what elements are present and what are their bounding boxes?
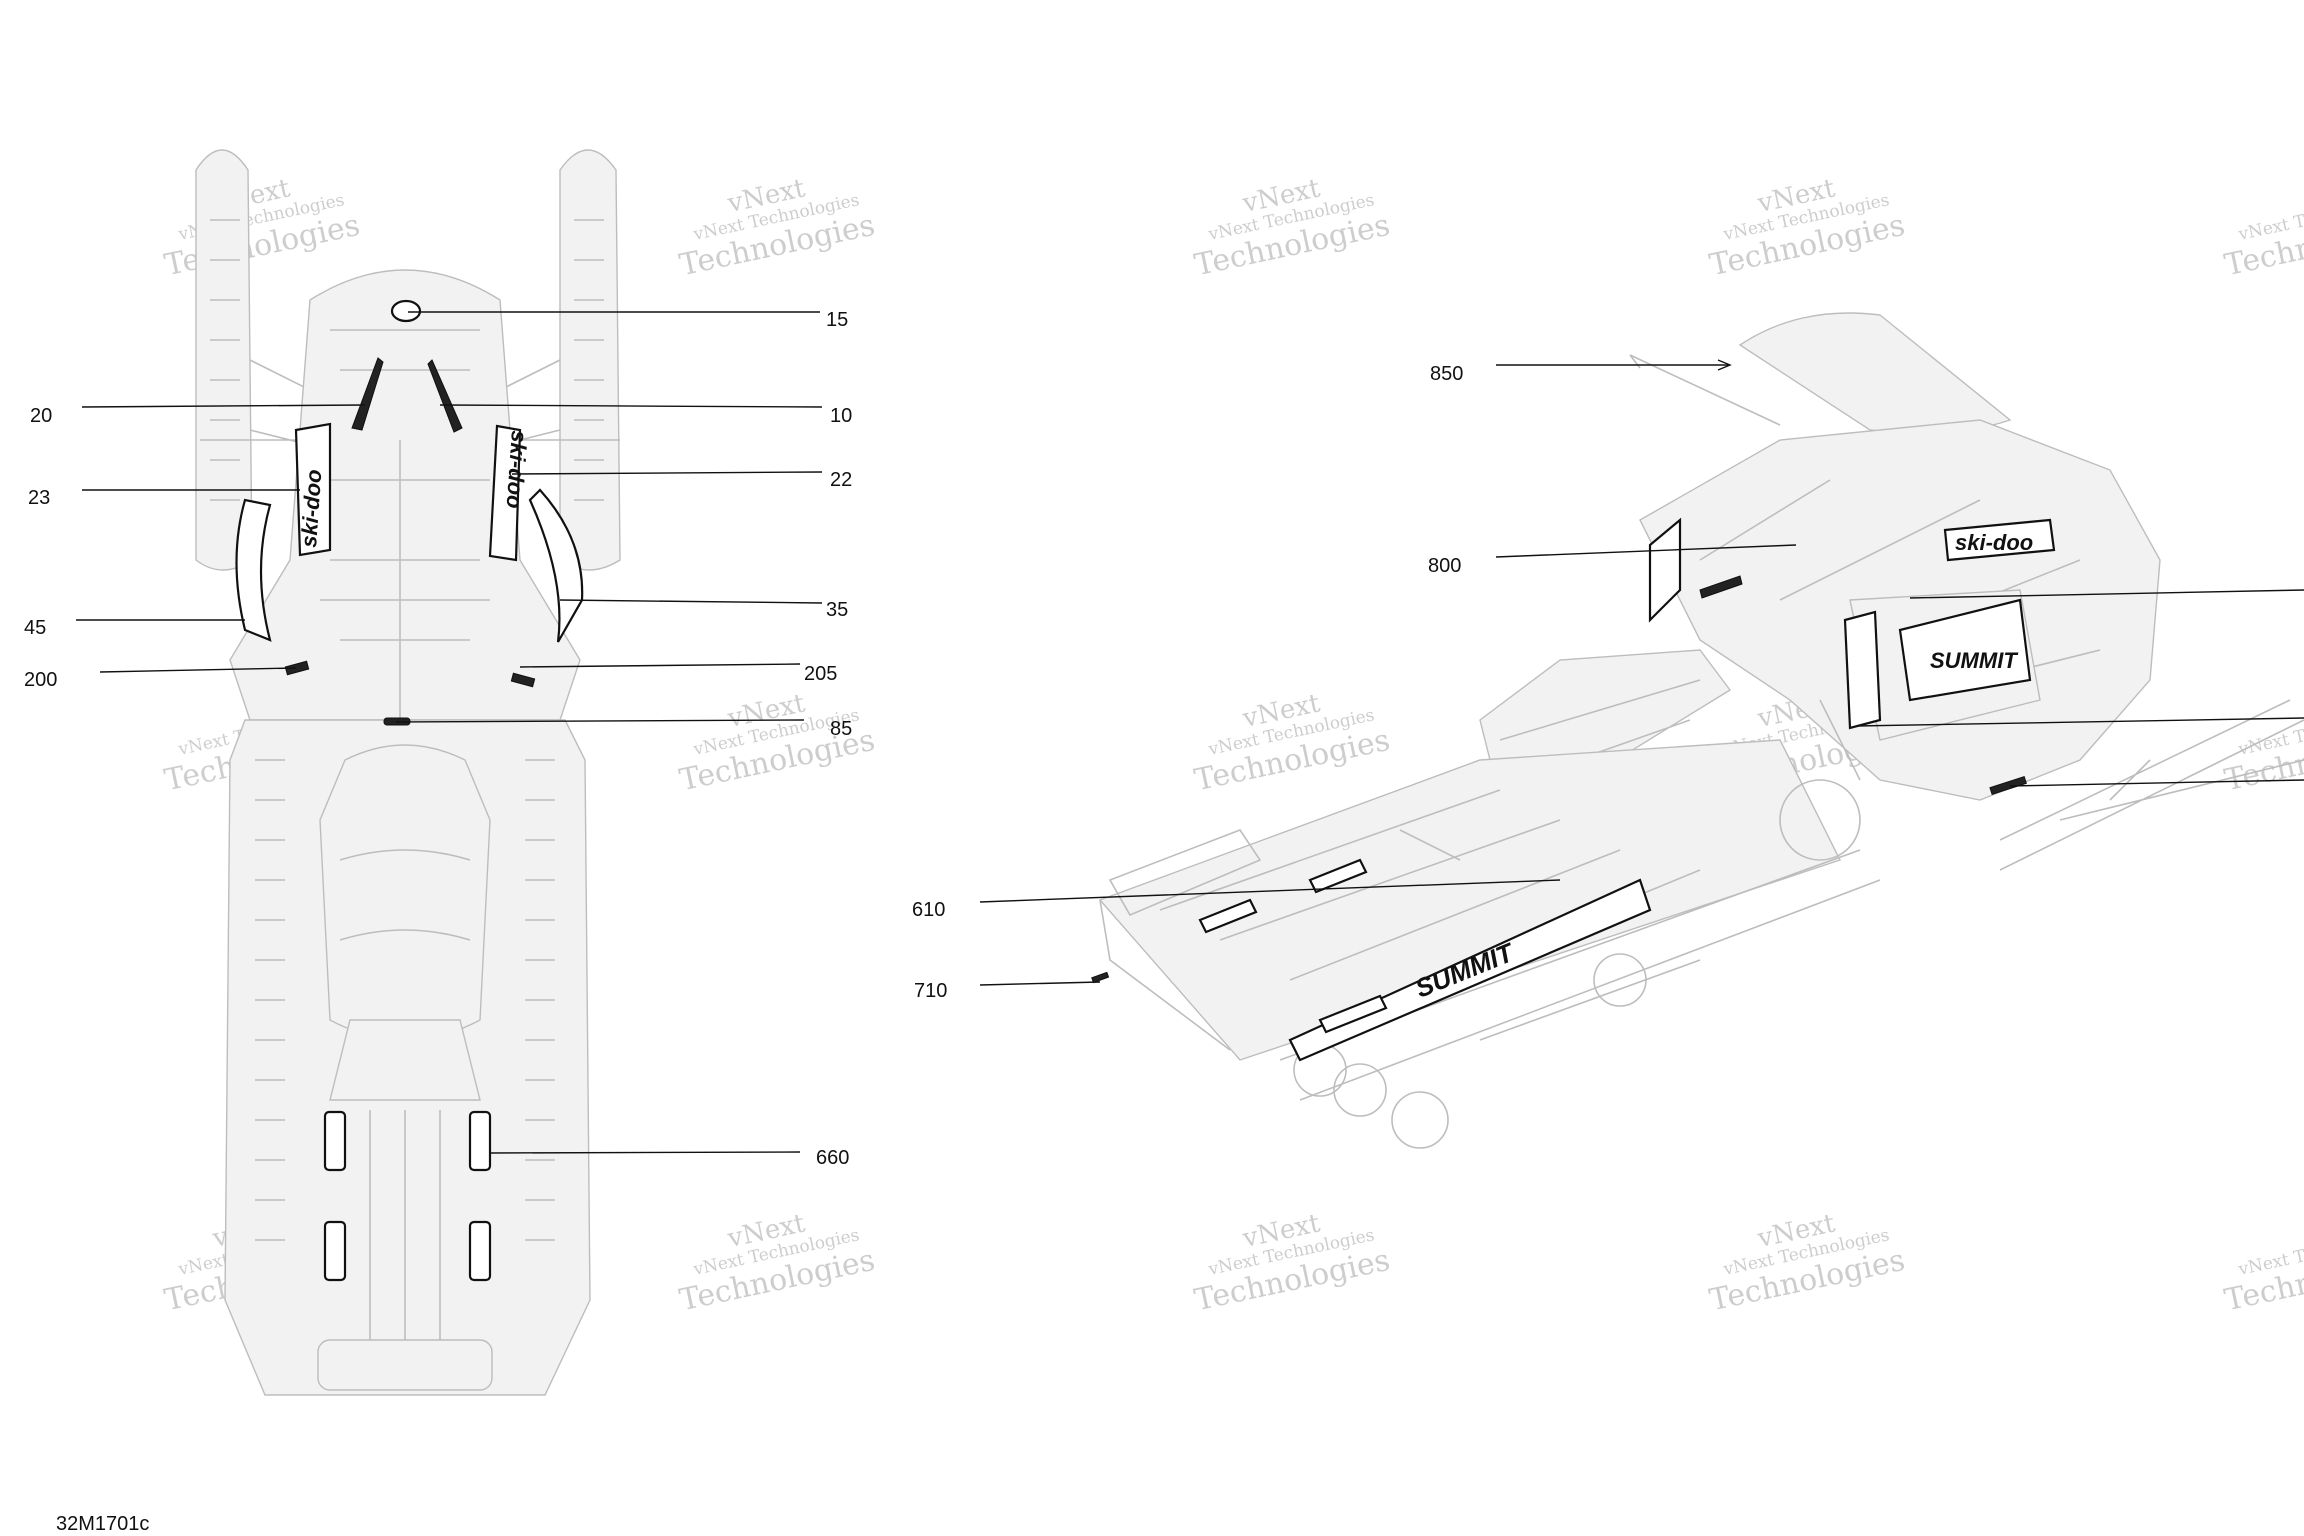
- perspective-view-leaders: [979, 359, 2304, 986]
- leader-800: [1495, 544, 1797, 558]
- decal-660: [468, 1110, 492, 1172]
- leader-10: [439, 404, 823, 408]
- leader-lower-right: [2009, 779, 2304, 787]
- leader-20: [81, 404, 366, 408]
- decal-22-brand: ski-doo: [502, 430, 532, 510]
- rear-rack: [1099, 829, 1262, 1051]
- leader-35: [559, 599, 823, 604]
- idler-wheel: [1593, 953, 1647, 1007]
- hood-detail: [320, 329, 490, 720]
- leader-850-arrow: [1717, 359, 1732, 371]
- decal-660: [323, 1110, 347, 1172]
- callout-35: 35: [826, 599, 848, 621]
- decal-22: [488, 424, 522, 562]
- decal-hood-brand-text: ski-doo: [1955, 530, 2033, 555]
- leader-205: [519, 663, 801, 668]
- callout-23: 23: [28, 487, 50, 509]
- top-view-callouts: 15 20 10 23 22 45 35 200 205 85 660: [24, 309, 852, 1169]
- leader-upper-right: [1909, 589, 2304, 599]
- leader-85: [395, 719, 805, 723]
- perspective-view-callouts: 850 800 610 710: [912, 363, 1463, 1002]
- track-lugs: [255, 759, 555, 1241]
- callout-200: 200: [24, 669, 57, 691]
- decal-20: [351, 357, 384, 431]
- callout-15: 15: [826, 309, 848, 331]
- decal-660: [468, 1220, 492, 1282]
- callout-710: 710: [914, 980, 947, 1002]
- callout-20: 20: [30, 405, 52, 427]
- decal-710: [1091, 971, 1110, 984]
- windshield: [1738, 312, 2012, 435]
- leader-200: [99, 667, 297, 673]
- decal-side-model: [1898, 598, 2032, 702]
- idler-wheel: [1333, 1063, 1387, 1117]
- right-ski: [559, 149, 621, 571]
- leader-660: [489, 1151, 801, 1154]
- decal-35: [528, 488, 584, 643]
- leader-mid-right: [1855, 717, 2304, 727]
- drive-sprocket: [1779, 779, 1861, 861]
- decal-23: [294, 422, 332, 557]
- decal-610: [1198, 898, 1258, 934]
- seat-detail: [339, 849, 471, 941]
- decal-15-emblem: [390, 299, 422, 323]
- figure-reference: 32M1701c: [56, 1513, 149, 1535]
- callout-850: 850: [1430, 363, 1463, 385]
- decal-front-lower: [1989, 775, 2027, 795]
- callout-205: 205: [804, 663, 837, 685]
- rear-cover: [329, 1019, 481, 1101]
- callout-10: 10: [830, 405, 852, 427]
- callout-610: 610: [912, 899, 945, 921]
- leader-710: [979, 981, 1101, 986]
- idler-wheel: [1391, 1091, 1449, 1149]
- callout-85: 85: [830, 718, 852, 740]
- decal-side-model-text: SUMMIT: [1930, 648, 2018, 673]
- tunnel-detail: [1159, 789, 1701, 1011]
- rear-bumper: [317, 1339, 493, 1391]
- right-ski-ribs: [574, 219, 604, 501]
- decal-800: [1648, 517, 1682, 623]
- decal-200: [284, 660, 310, 676]
- handlebar: [1629, 354, 1781, 426]
- decal-610: [1308, 858, 1368, 894]
- decal-610: [1318, 994, 1388, 1034]
- decal-800-small: [1699, 575, 1743, 599]
- top-view-snowmobile: [195, 149, 621, 1396]
- decal-660: [323, 1220, 347, 1282]
- decal-lower-panel: [1843, 610, 1882, 730]
- top-view-decals: ski-doo ski-doo: [235, 299, 584, 1282]
- front-ski: [1999, 699, 2304, 871]
- leader-22: [511, 471, 823, 475]
- decal-tunnel-model: [1288, 878, 1652, 1062]
- decal-23-brand: ski-doo: [296, 469, 326, 549]
- decal-45: [235, 498, 272, 642]
- top-view-leaders: [76, 311, 823, 1154]
- callout-800: 800: [1428, 555, 1461, 577]
- tunnel: [1098, 739, 1841, 1061]
- callout-45: 45: [24, 617, 46, 639]
- decal-hood-brand: [1943, 518, 2056, 562]
- front-suspension: [200, 359, 620, 451]
- running-boards: [369, 1110, 441, 1370]
- callout-22: 22: [830, 469, 852, 491]
- seat: [319, 744, 491, 1041]
- callout-660: 660: [816, 1147, 849, 1169]
- leader-610: [979, 879, 1561, 903]
- decal-205: [510, 672, 536, 688]
- left-ski-ribs: [210, 219, 240, 501]
